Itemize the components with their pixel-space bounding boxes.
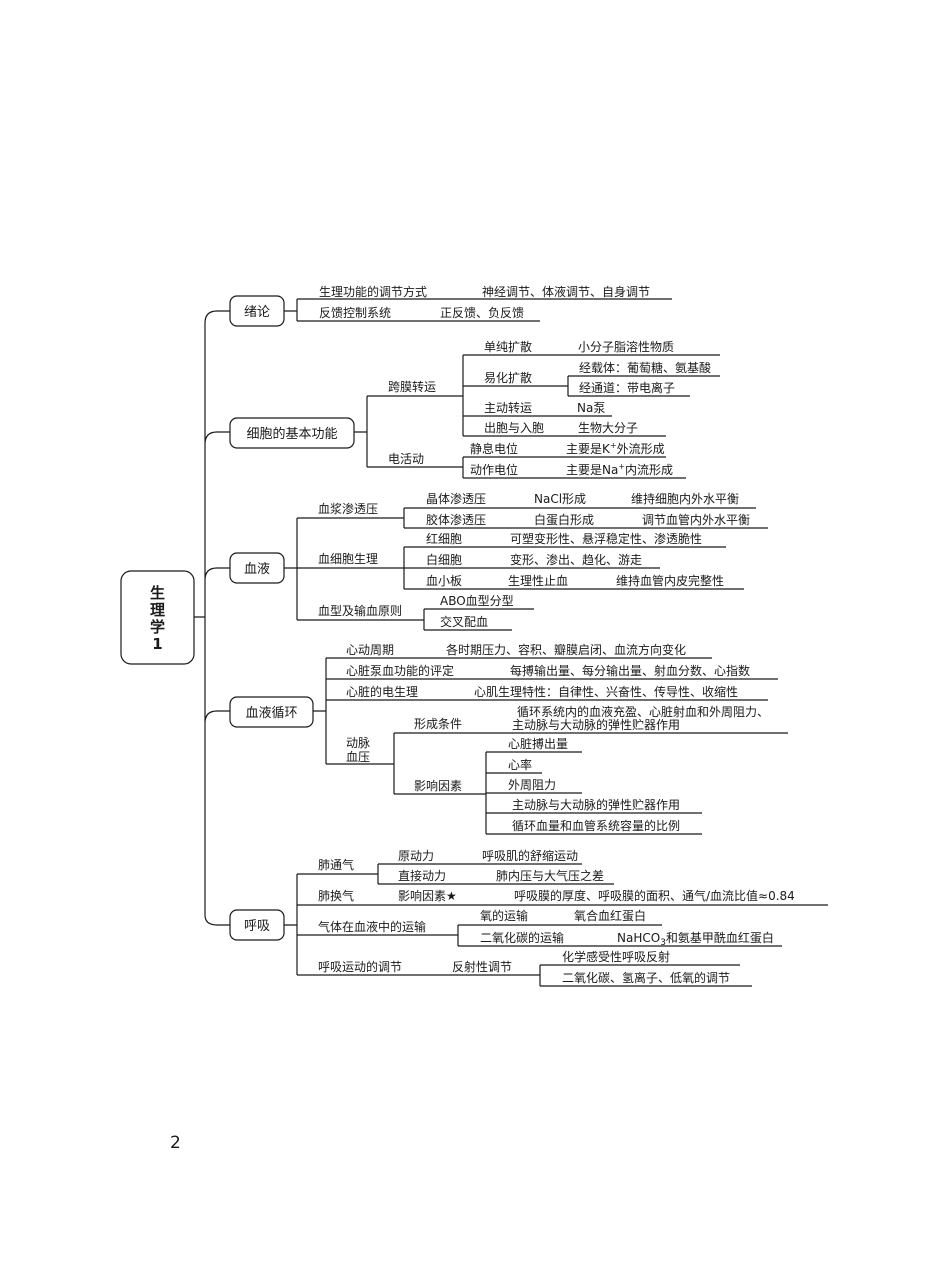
section-respiration: 呼吸 肺通气 肺换气 影响因素★ 呼吸膜的厚度、呼吸膜的面积、通气/血流比值≈0… — [229, 848, 828, 987]
blood-typing: 血型及输血原则 — [318, 603, 402, 618]
section-cell: 细胞的基本功能 跨膜转运 电活动 单纯扩散 小分子脂溶性物质 易化扩散 经载体：… — [229, 339, 720, 479]
respiration-o2: 氧的运输 — [480, 908, 528, 923]
blood-colloid-source: 白蛋白形成 — [534, 512, 594, 527]
cell-carrier: 经载体：葡萄糖、氨基酸 — [579, 360, 711, 375]
root-node-title: 生 理 学 1 — [150, 584, 165, 653]
cell-action-detail: 主要是Na+内流形成 — [566, 462, 673, 477]
respiration-regulation: 呼吸运动的调节 — [318, 959, 402, 974]
circulation-factor-1: 心脏搏出量 — [508, 736, 568, 751]
blood-rbc-detail: 可塑变形性、悬浮稳定性、渗透脆性 — [510, 531, 702, 546]
blood-crystal-role: 维持细胞内外水平衡 — [631, 491, 739, 506]
respiration-chemo: 化学感受性呼吸反射 — [562, 949, 670, 964]
circulation-electro: 心脏的电生理 — [346, 684, 418, 699]
blood-crossmatch: 交叉配血 — [440, 614, 488, 629]
respiration-primary-force-detail: 呼吸肌的舒缩运动 — [482, 848, 578, 863]
respiration-exchange-factor: 影响因素★ — [398, 888, 457, 903]
respiration-reflex: 反射性调节 — [452, 959, 512, 974]
section-intro: 绪论 生理功能的调节方式 神经调节、体液调节、自身调节 反馈控制系统 正反馈、负… — [229, 284, 672, 327]
cell-action-potential: 动作电位 — [470, 462, 518, 477]
section-blood: 血液 血浆渗透压 血细胞生理 血型及输血原则 晶体渗透压 NaCl形成 维持细胞… — [229, 491, 768, 631]
cell-simple-diffusion-detail: 小分子脂溶性物质 — [578, 339, 674, 354]
section-circulation: 血液循环 心动周期 各时期压力、容积、瓣膜启闭、血流方向变化 心脏泵血功能的评定… — [229, 642, 788, 835]
svg-text:1: 1 — [152, 635, 162, 653]
circulation-factors: 影响因素 — [414, 778, 462, 793]
circulation-node-box — [229, 696, 314, 728]
blood-crystal-source: NaCl形成 — [534, 492, 586, 506]
circulation-pump-eval: 心脏泵血功能的评定 — [346, 663, 454, 678]
respiration-primary-force: 原动力 — [398, 849, 434, 863]
svg-text:理: 理 — [150, 601, 165, 619]
circulation-factor-2: 心率 — [508, 757, 532, 772]
cell-node-box — [229, 417, 355, 449]
blood-platelet: 血小板 — [426, 574, 462, 588]
circulation-formation: 形成条件 — [414, 717, 462, 731]
blood-label: 血液 — [244, 562, 270, 577]
respiration-o2-detail: 氧合血红蛋白 — [574, 908, 646, 923]
circulation-cardiac-cycle: 心动周期 — [346, 643, 394, 657]
respiration-transport: 气体在血液中的运输 — [318, 919, 426, 934]
respiration-direct-force-detail: 肺内压与大气压之差 — [496, 868, 604, 883]
cell-active-transport: 主动转运 — [484, 400, 532, 415]
respiration-exchange: 肺换气 — [318, 888, 354, 903]
cell-facilitated-diffusion: 易化扩散 — [484, 370, 532, 385]
intro-regulation-detail: 神经调节、体液调节、自身调节 — [482, 284, 650, 299]
svg-text:学: 学 — [150, 618, 165, 636]
circulation-factor-4: 主动脉与大动脉的弹性贮器作用 — [512, 797, 680, 812]
root-trunk — [194, 310, 230, 926]
respiration-chemo-detail: 二氧化碳、氢离子、低氧的调节 — [562, 970, 730, 985]
circulation-formation-line1: 循环系统内的血液充盈、心脏射血和外周阻力、 — [517, 704, 769, 719]
blood-wbc-detail: 变形、渗出、趋化、游走 — [510, 552, 642, 567]
cell-exo-endocytosis: 出胞与入胞 — [484, 421, 544, 435]
blood-platelet-role: 生理性止血 — [508, 574, 568, 588]
intro-feedback: 反馈控制系统 — [319, 306, 391, 320]
intro-feedback-detail: 正反馈、负反馈 — [440, 306, 524, 320]
circulation-pump-eval-detail: 每搏输出量、每分输出量、射血分数、心指数 — [510, 663, 750, 678]
page-number: 2 — [170, 1133, 181, 1153]
respiration-co2-detail: NaHCO3和氨基甲酰血红蛋白 — [617, 930, 774, 948]
circulation-electro-detail: 心肌生理特性：自律性、兴奋性、传导性、收缩性 — [474, 684, 738, 699]
respiration-direct-force: 直接动力 — [398, 868, 446, 883]
cell-transport: 跨膜转运 — [388, 379, 436, 394]
cell-resting-detail: 主要是K+外流形成 — [566, 441, 665, 456]
respiration-ventilation: 肺通气 — [318, 857, 354, 872]
respiration-exchange-detail: 呼吸膜的厚度、呼吸膜的面积、通气/血流比值≈0.84 — [514, 888, 795, 903]
cell-resting-potential: 静息电位 — [470, 441, 518, 456]
cell-exo-endocytosis-detail: 生物大分子 — [578, 421, 638, 435]
cell-electrical: 电活动 — [388, 452, 424, 466]
cell-label: 细胞的基本功能 — [246, 426, 337, 442]
blood-colloid-role: 调节血管内外水平衡 — [642, 512, 750, 527]
respiration-label: 呼吸 — [244, 919, 270, 934]
blood-colloid: 胶体渗透压 — [426, 512, 486, 527]
intro-label: 绪论 — [244, 305, 270, 320]
blood-cell-physiology: 血细胞生理 — [318, 552, 378, 566]
blood-crystal: 晶体渗透压 — [426, 491, 486, 506]
cell-simple-diffusion: 单纯扩散 — [484, 339, 532, 354]
intro-regulation: 生理功能的调节方式 — [319, 284, 427, 299]
blood-abo: ABO血型分型 — [440, 594, 514, 608]
svg-text:生: 生 — [150, 584, 165, 602]
cell-channel: 经通道：带电离子 — [579, 380, 675, 395]
cell-active-transport-detail: Na泵 — [577, 401, 605, 415]
blood-platelet-detail: 维持血管内皮完整性 — [616, 573, 724, 588]
circulation-label: 血液循环 — [245, 706, 297, 721]
circulation-factor-5: 循环血量和血管系统容量的比例 — [512, 818, 680, 833]
circulation-factor-3: 外周阻力 — [508, 778, 556, 792]
respiration-co2: 二氧化碳的运输 — [480, 930, 564, 945]
circulation-arterial-bp-1: 动脉 — [346, 735, 370, 750]
blood-plasma-osmotic: 血浆渗透压 — [318, 501, 378, 516]
blood-rbc: 红细胞 — [426, 531, 462, 546]
circulation-cardiac-cycle-detail: 各时期压力、容积、瓣膜启闭、血流方向变化 — [446, 642, 686, 657]
circulation-formation-line2: 主动脉与大动脉的弹性贮器作用 — [512, 717, 680, 732]
blood-wbc: 白细胞 — [426, 552, 462, 567]
circulation-arterial-bp-2: 血压 — [346, 750, 370, 764]
